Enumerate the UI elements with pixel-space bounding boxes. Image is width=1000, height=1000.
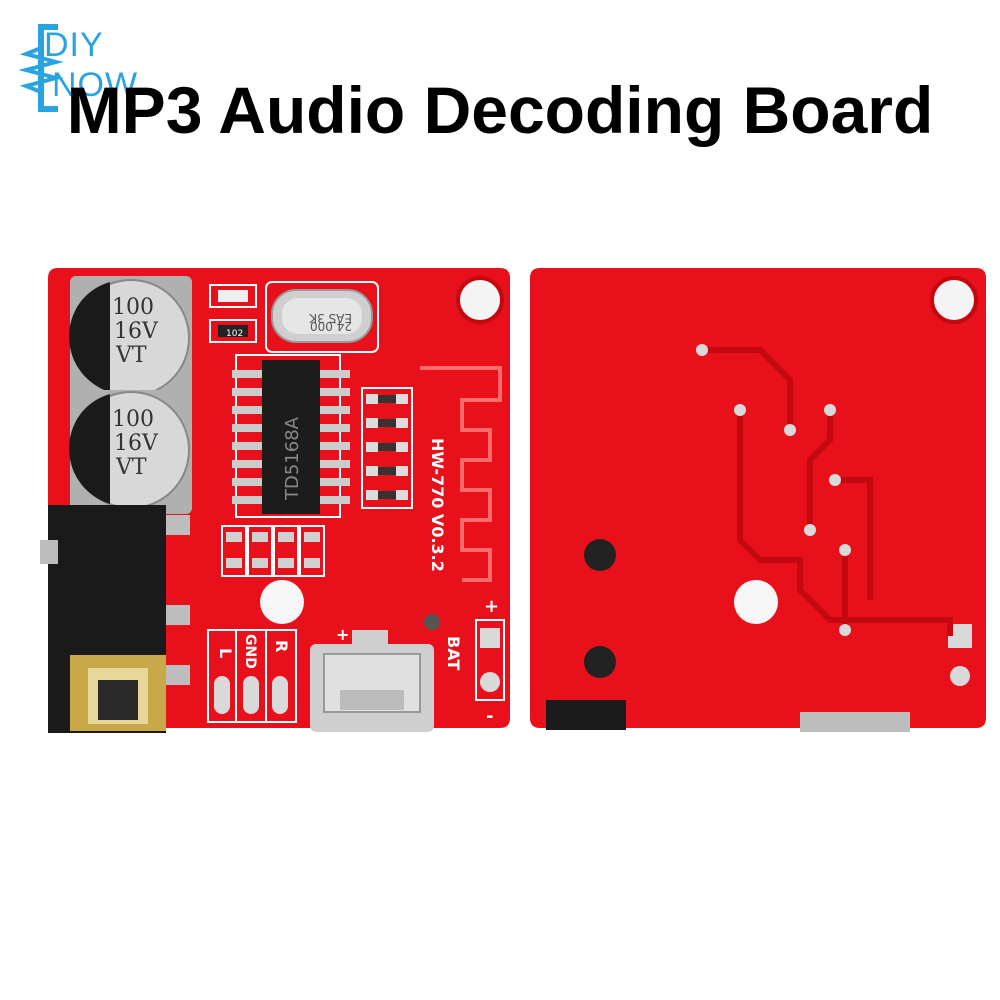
bat-plus-label: +: [484, 596, 499, 617]
ic-chip-icon: [232, 354, 350, 518]
audio-jack-icon: [40, 505, 190, 733]
resistor-array-icon: [361, 387, 413, 509]
bat-minus-label: -: [486, 706, 493, 727]
solder-pads-lr: [214, 676, 288, 714]
logo-text-now: NOW: [52, 66, 139, 104]
capacitor-bottom-line1: 100: [112, 407, 154, 432]
capacitor-top-line3: VT: [115, 343, 147, 368]
mounting-hole-top-right: [456, 276, 504, 324]
capacitor-bottom-icon: [69, 390, 192, 514]
board-model-label: HW-770 V0.3.2: [428, 438, 447, 572]
capacitor-top-line2: 16V: [114, 319, 159, 344]
pin-label-right: R: [272, 640, 291, 652]
crystal-line1: EAS 3K: [308, 311, 352, 325]
smd-pad-grid: [221, 525, 325, 577]
diy-now-logo: [18, 24, 64, 112]
back-traces: [702, 347, 953, 636]
pin-label-gnd: GND: [242, 634, 258, 669]
usb-plus-label: +: [336, 625, 349, 644]
logo-text-diy: DIY: [44, 26, 104, 64]
mounting-hole-back: [930, 276, 978, 324]
pin-label-left: L: [216, 648, 235, 658]
crystal-icon: [265, 281, 379, 353]
capacitor-bottom-line3: VT: [115, 455, 147, 480]
chip-label: TD5168A: [282, 416, 303, 501]
antenna-trace: [420, 366, 502, 582]
crystal-line2: 24.000: [310, 319, 352, 333]
resistor-label: 102: [226, 329, 243, 339]
capacitor-top-line1: 100: [112, 295, 154, 320]
pcb-back: [530, 268, 986, 728]
capacitor-top-icon: [69, 276, 192, 400]
bat-label: BAT: [444, 636, 463, 670]
capacitor-bottom-line2: 16V: [114, 431, 159, 456]
micro-usb-port-icon: [310, 630, 434, 732]
page-title: MP3 Audio Decoding Board: [66, 73, 934, 147]
